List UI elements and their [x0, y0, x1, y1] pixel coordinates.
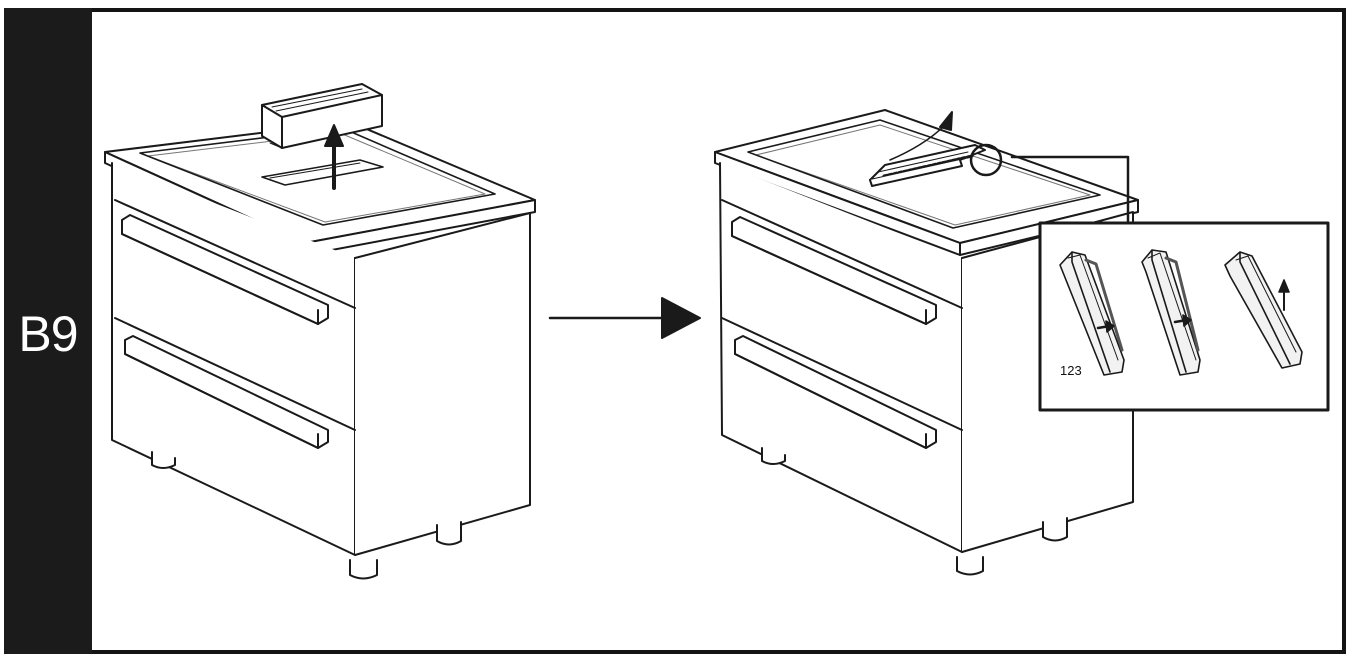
cabinet-left — [104, 83, 536, 580]
lift-up-arrow-icon — [324, 124, 344, 190]
arrow-right-icon — [548, 297, 701, 339]
step-label: B9 — [18, 306, 78, 362]
part-number-label: 123 — [1060, 363, 1082, 378]
step-sidebar — [4, 8, 92, 654]
detail-magnifier-icon — [969, 143, 1003, 177]
detail-inset — [1038, 221, 1330, 412]
